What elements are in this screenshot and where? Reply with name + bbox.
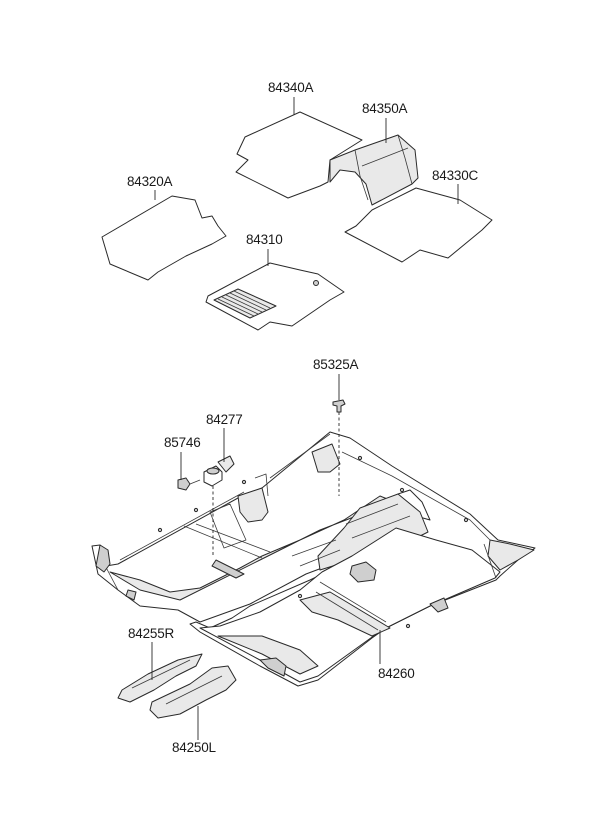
part-number-84340a: 84340A (268, 80, 314, 95)
leader-lines (151, 97, 459, 740)
part-number-84320a: 84320A (127, 174, 173, 189)
pad-84250l (149, 665, 237, 719)
floor-mat-rear-right (344, 187, 493, 263)
bracket-84277 (203, 455, 235, 556)
part-number-84255r: 84255R (128, 626, 175, 641)
floor-carpet-assembly (91, 431, 536, 687)
heel-pad (213, 288, 277, 319)
floor-mat-front-left (235, 111, 363, 199)
part-number-84330c: 84330C (432, 168, 479, 183)
fastener-85746 (177, 477, 201, 491)
clip-85325a (332, 399, 346, 496)
part-number-84250l: 84250L (172, 740, 217, 755)
part-labels: 84340A 84350A 84320A 84330C 84310 85325A… (127, 80, 479, 755)
floor-mat-front-right (101, 195, 227, 281)
part-number-84310: 84310 (246, 232, 283, 247)
floor-mat-rear-center (329, 134, 419, 206)
part-number-85746: 85746 (164, 435, 201, 450)
part-number-84277: 84277 (206, 412, 243, 427)
part-number-85325a: 85325A (313, 357, 359, 372)
part-number-84260: 84260 (378, 666, 415, 681)
part-number-84350a: 84350A (362, 101, 408, 116)
pad-84255r (117, 653, 203, 703)
floor-mat-driver (205, 262, 345, 331)
